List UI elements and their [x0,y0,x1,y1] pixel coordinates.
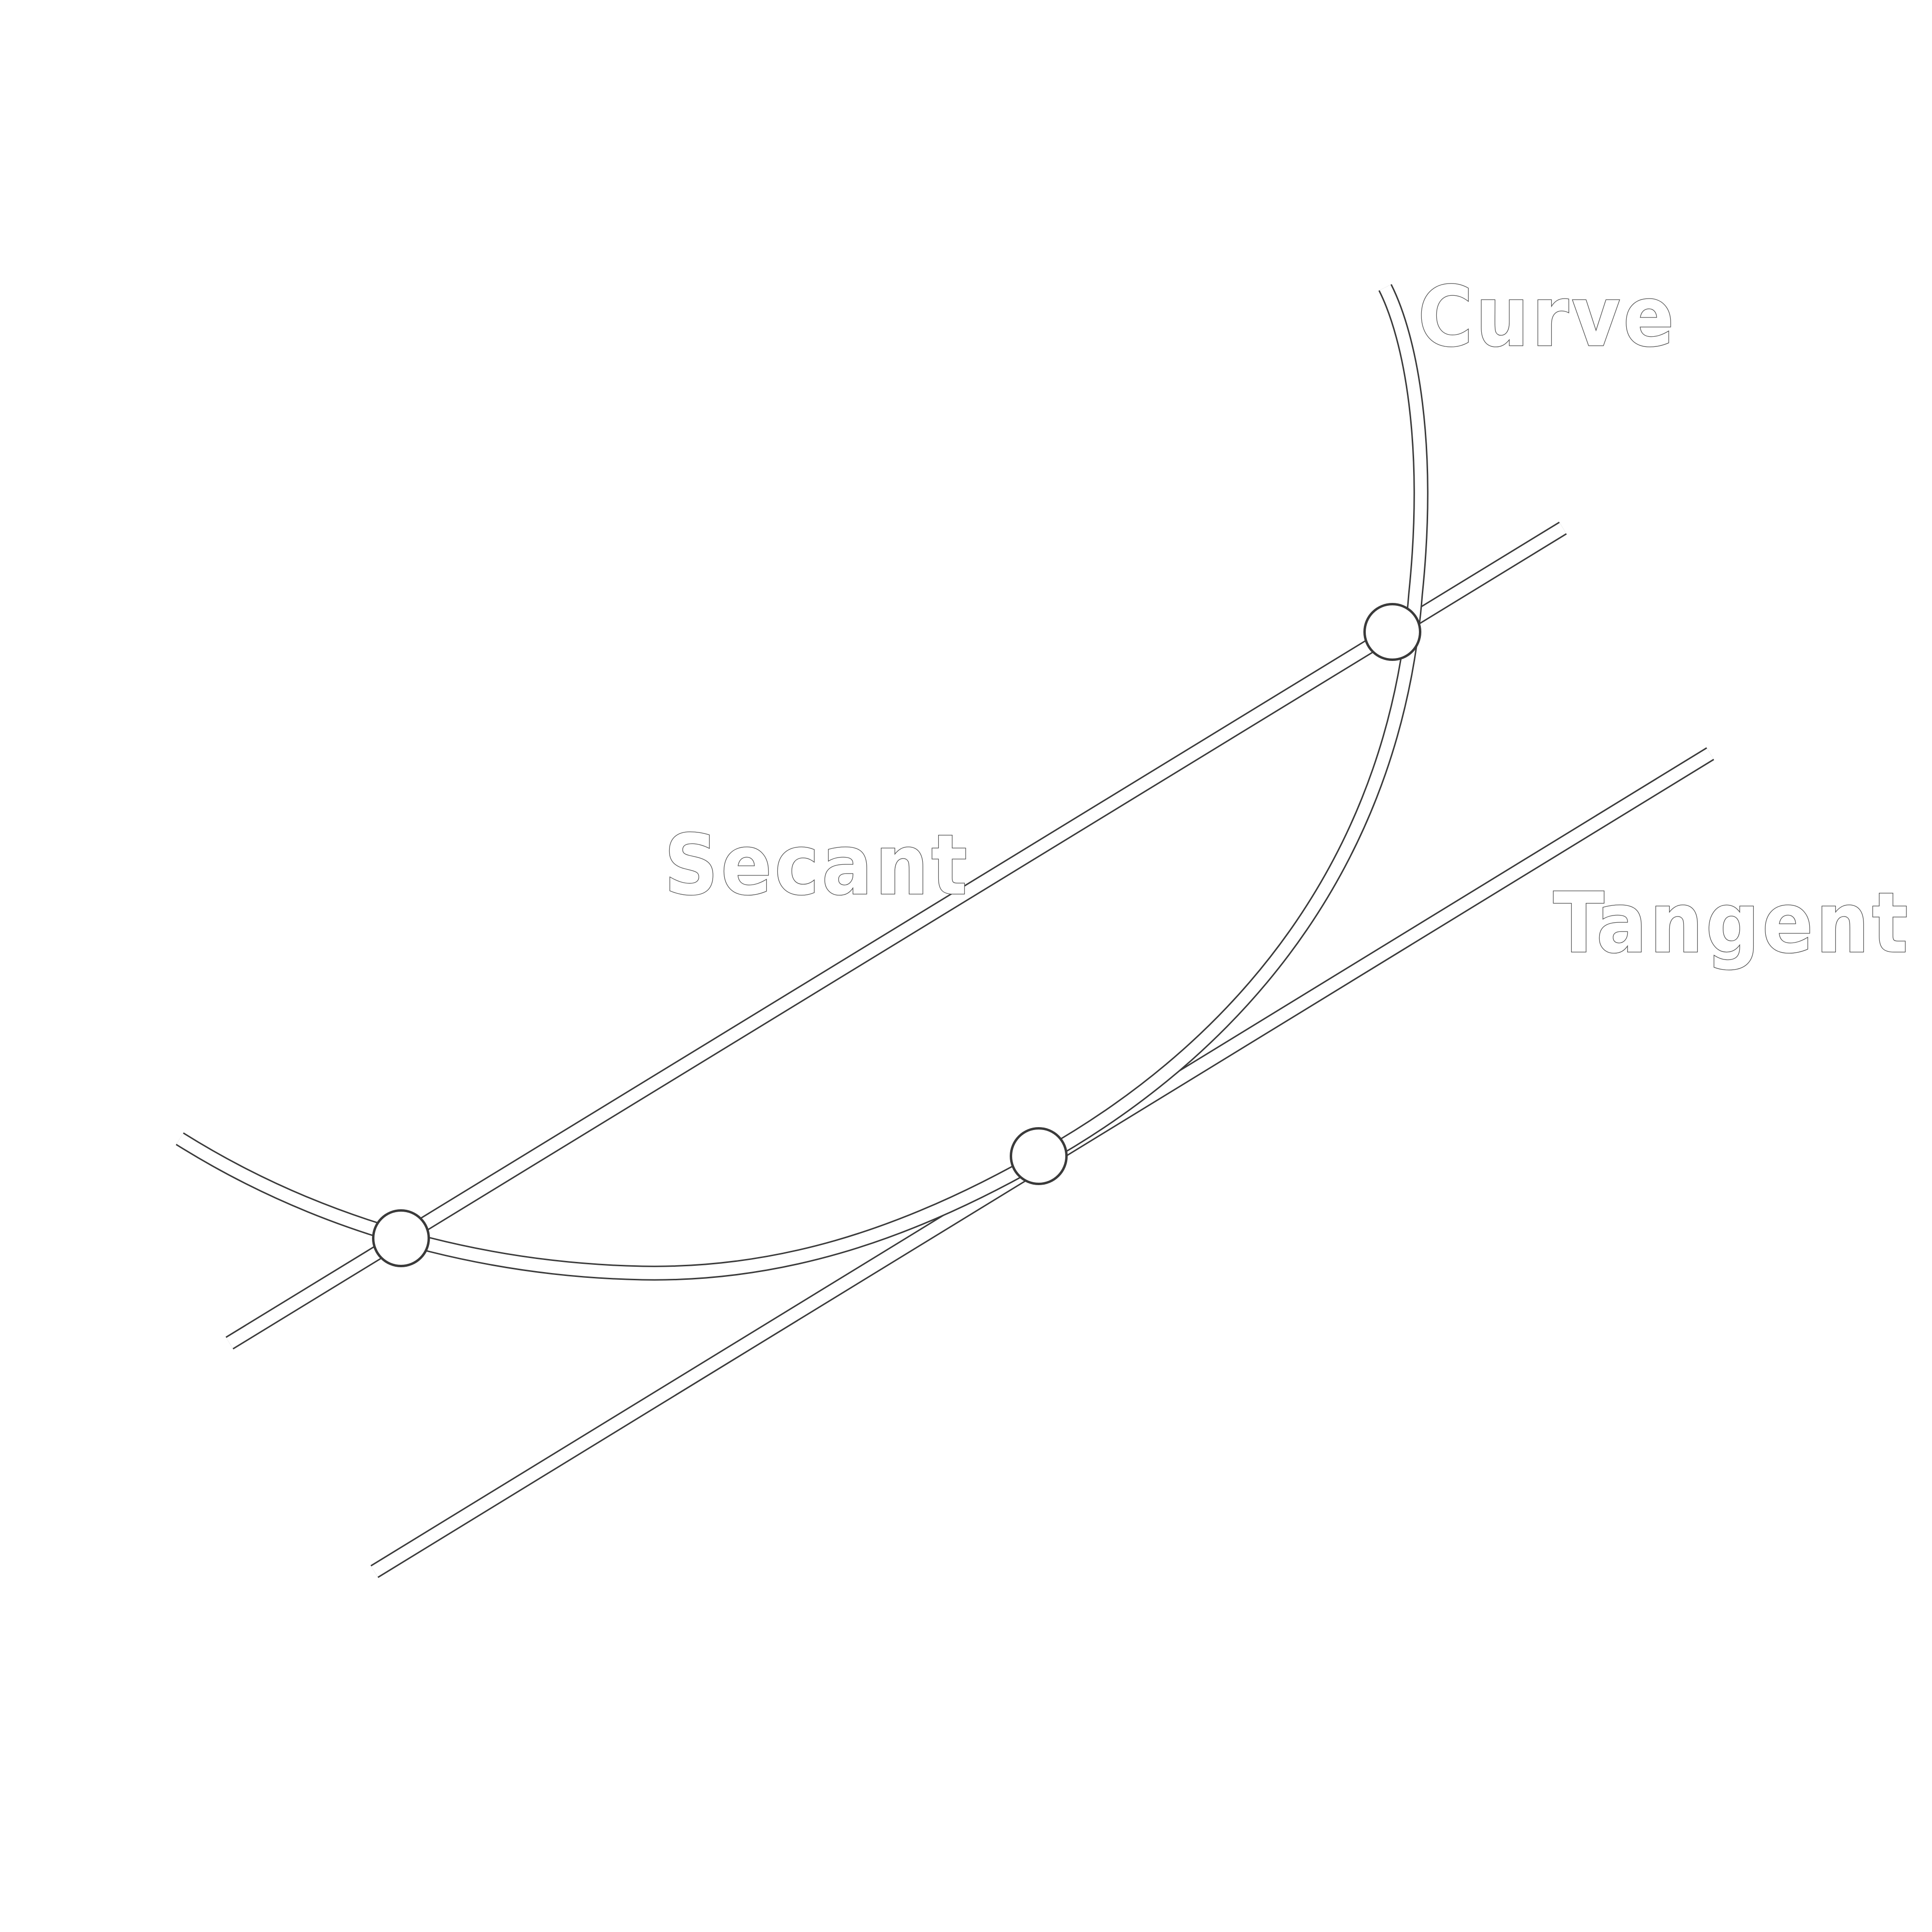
point-left [372,1209,430,1267]
tangent-label: Tangent [1553,874,1911,972]
curve [175,284,1429,1281]
secant-label: Secant [664,816,970,914]
point-middle [1010,1127,1068,1185]
point-upper [1363,603,1421,661]
curve-label: Curve [1418,268,1677,365]
secant-line [225,521,1567,1350]
